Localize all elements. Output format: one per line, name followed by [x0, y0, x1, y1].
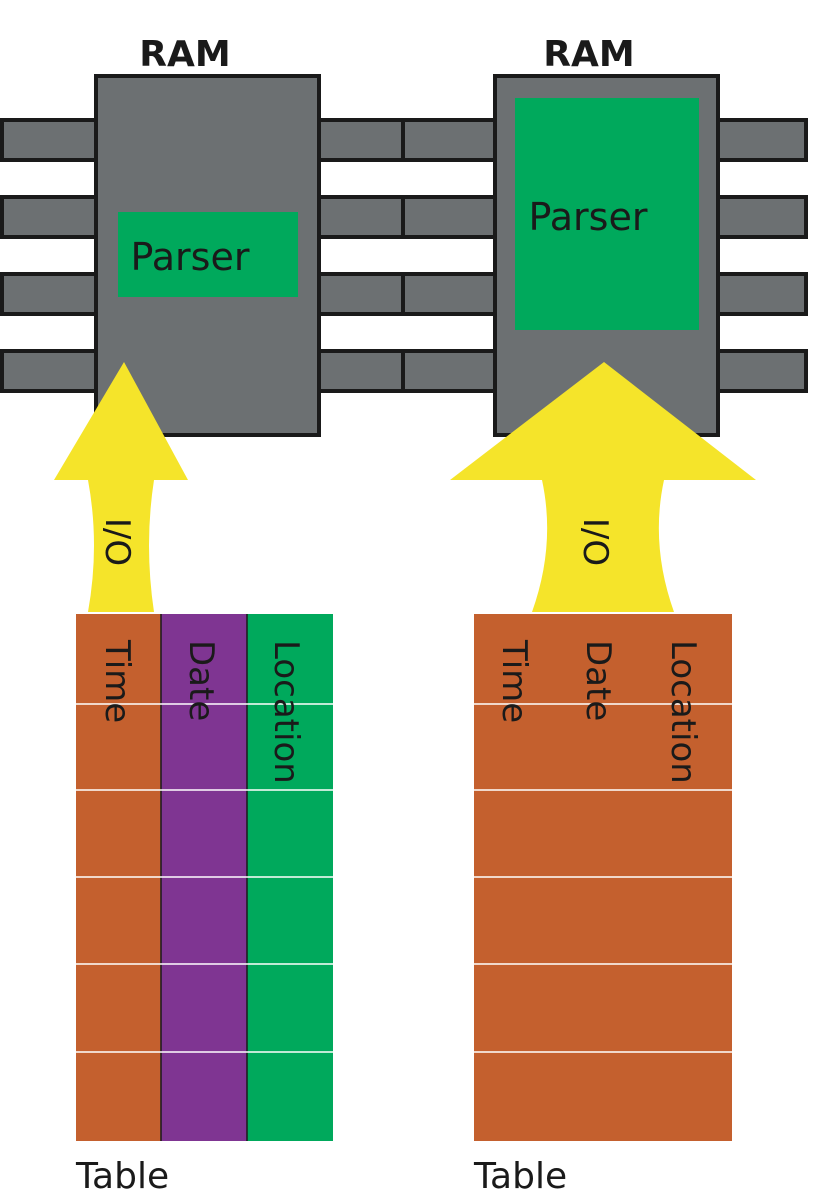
left-col-date-label: Date: [181, 640, 221, 721]
right-table: [474, 614, 732, 1141]
right-ram-pin: [716, 272, 808, 316]
right-ram-pin: [401, 272, 498, 316]
left-table: [76, 614, 333, 1141]
left-col-location-label: Location: [266, 640, 306, 784]
left-ram-pin: [316, 118, 405, 162]
right-io-label: I/O: [575, 518, 615, 566]
left-parser-box: [118, 212, 298, 297]
right-ram-pin: [716, 118, 808, 162]
right-ram-pin: [401, 118, 498, 162]
right-ram-pin: [716, 195, 808, 239]
left-table-label: Table: [75, 1156, 169, 1197]
left-ram-pin: [316, 349, 405, 393]
right-ram-pin: [716, 349, 808, 393]
left-ram-pin: [0, 349, 99, 393]
right-table-label: Table: [473, 1156, 567, 1197]
right-ram-label: RAM: [543, 34, 634, 75]
left-ram-pin: [316, 195, 405, 239]
right-ram-pin: [401, 195, 498, 239]
right-ram-pin: [401, 349, 498, 393]
left-ram-label: RAM: [139, 34, 230, 75]
right-io-arrow: [450, 362, 756, 612]
right-col-location-label: Location: [663, 640, 703, 784]
left-ram-pin: [0, 272, 99, 316]
right-ram-chip: [401, 74, 808, 437]
left-parser-label: Parser: [131, 235, 250, 279]
left-ram-pin: [0, 118, 99, 162]
right-col-time-label: Time: [494, 639, 534, 723]
left-io-label: I/O: [97, 518, 137, 566]
right-parser-label: Parser: [529, 195, 648, 239]
right-col-date-label: Date: [578, 640, 618, 721]
left-col-time-label: Time: [97, 639, 137, 723]
left-ram-pin: [0, 195, 99, 239]
left-io-arrow: [54, 362, 188, 612]
left-ram-chip: [0, 74, 405, 437]
left-ram-pin: [316, 272, 405, 316]
right-parser-box: [515, 98, 699, 330]
